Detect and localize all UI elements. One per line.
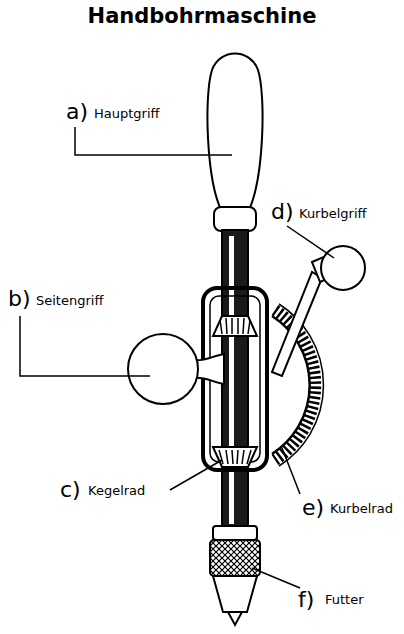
part-name: Kurbelrad bbox=[330, 502, 393, 516]
part-name: Seitengriff bbox=[36, 294, 103, 308]
leader-line bbox=[287, 226, 334, 258]
callout-letter: f) bbox=[298, 588, 314, 612]
crank-knob bbox=[321, 246, 365, 290]
main-handle bbox=[207, 54, 262, 213]
pinion-teeth bbox=[220, 318, 250, 334]
part-name: Kegelrad bbox=[88, 484, 145, 498]
side-handle-ball bbox=[128, 334, 198, 404]
leader-line bbox=[75, 127, 232, 155]
leader-line bbox=[170, 460, 222, 490]
chuck-knurl bbox=[210, 540, 260, 576]
pinion-gear bbox=[213, 316, 257, 336]
shaft-highlight bbox=[229, 236, 234, 524]
leader-line bbox=[282, 448, 300, 494]
chuck-sleeve bbox=[213, 576, 257, 612]
bevel-gear bbox=[213, 447, 257, 467]
callout-letter: e) bbox=[302, 496, 324, 520]
callout-letter: c) bbox=[60, 478, 81, 502]
crank-arm bbox=[272, 272, 322, 376]
part-name: Kurbelgriff bbox=[299, 207, 367, 221]
chuck-collar bbox=[213, 526, 257, 540]
leader-line bbox=[20, 316, 150, 376]
callout-letter: b) bbox=[8, 287, 31, 311]
diagram-title: Handbohrmaschine bbox=[0, 4, 404, 28]
chuck-jaws bbox=[228, 612, 242, 625]
part-name: Futter bbox=[325, 593, 364, 607]
handle-ferrule bbox=[214, 207, 256, 231]
spindle-shaft bbox=[222, 230, 248, 530]
bevel-gear-teeth bbox=[219, 450, 251, 464]
part-name: Hauptgriff bbox=[94, 107, 160, 121]
callout-letter: a) bbox=[66, 100, 88, 124]
leader-line bbox=[252, 568, 300, 588]
callout-letter: d) bbox=[271, 200, 294, 224]
